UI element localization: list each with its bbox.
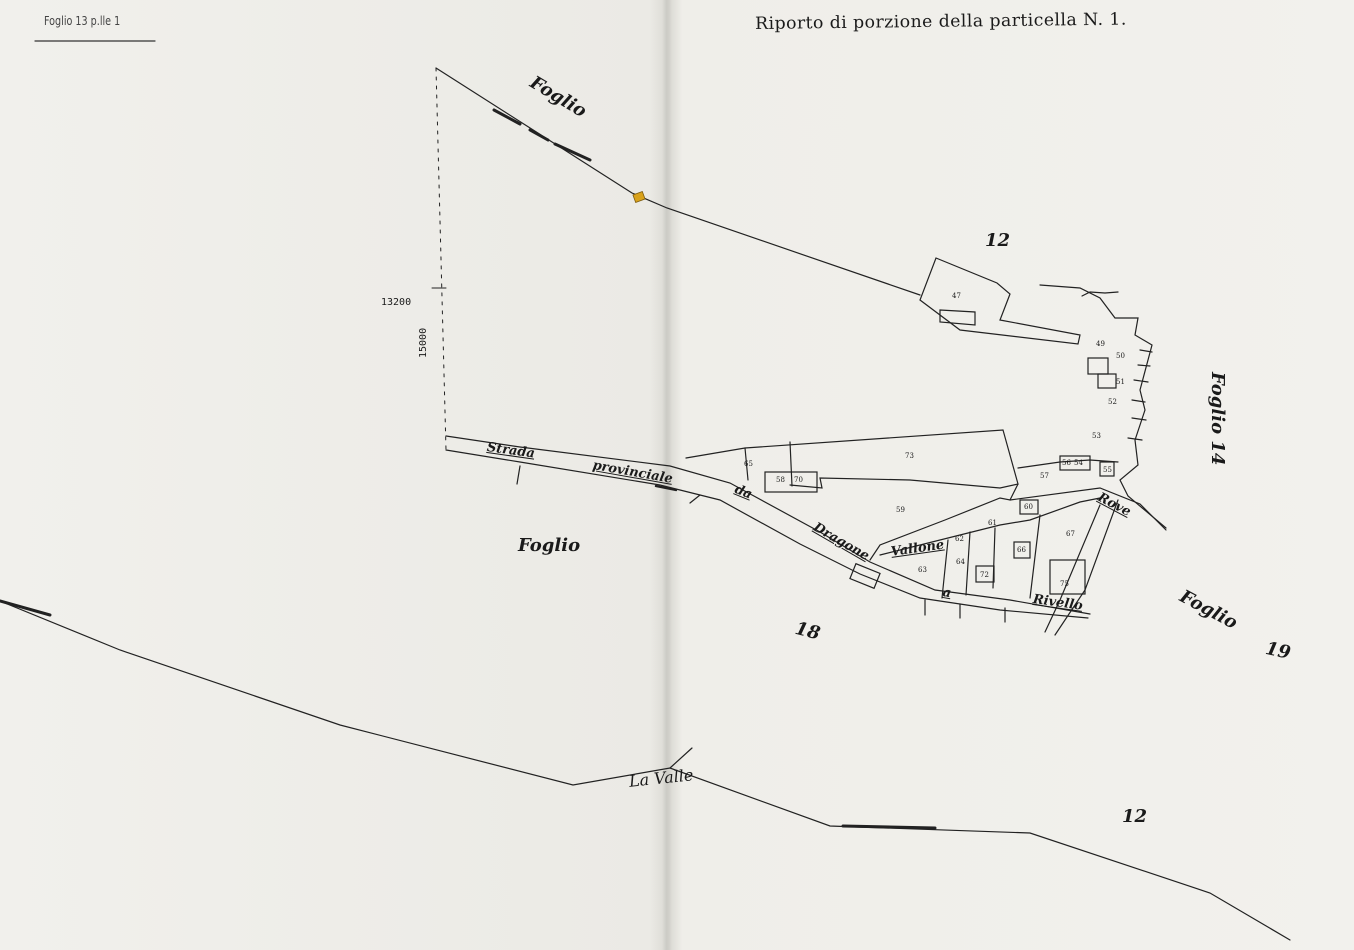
- label-foglio-14: Foglio 14: [1207, 372, 1228, 466]
- parcel-number: 54: [1074, 459, 1083, 467]
- parcel-number: 58: [776, 476, 785, 484]
- parcel-number: 59: [896, 506, 905, 514]
- label-sheet-12-bottom: 12: [1122, 806, 1148, 827]
- parcel-number: 47: [952, 292, 961, 300]
- parcel-number: 55: [1103, 466, 1112, 474]
- parcel-number: 64: [956, 558, 965, 566]
- parcel-number: 63: [918, 566, 927, 574]
- label-sheet-12-top: 12: [985, 230, 1011, 251]
- parcel-block-north: [919, 257, 1081, 345]
- yellow-marker: [632, 191, 646, 203]
- boundary-line-top: [435, 67, 921, 296]
- parcel-number: 49: [1096, 340, 1105, 348]
- label-foglio-center: Foglio: [518, 535, 581, 556]
- parcel-number: 73: [905, 452, 914, 460]
- parcel-number: 52: [1108, 398, 1117, 406]
- parcel-number: 67: [1066, 530, 1075, 538]
- parcel-number: 56: [1062, 459, 1071, 467]
- coord-label: 15000: [418, 327, 429, 358]
- parcel-number: 75: [1060, 580, 1069, 588]
- parcel-number: 61: [988, 519, 997, 527]
- parcel-block-main: [685, 429, 1019, 489]
- parcel-number: 57: [1040, 472, 1049, 480]
- parcel-number: 51: [1116, 378, 1125, 386]
- parcel-number: 60: [1024, 503, 1033, 511]
- parcel-number: 50: [1116, 352, 1125, 360]
- parcel-number: 70: [794, 476, 803, 484]
- parcel-number: 66: [1017, 546, 1026, 554]
- parcel-number: 62: [955, 535, 964, 543]
- page-fold: [662, 0, 672, 950]
- coord-label: 13200: [381, 297, 412, 308]
- road-provinciale: [445, 435, 1091, 615]
- parcel-number: 65: [744, 460, 753, 468]
- parcel-number: 53: [1092, 432, 1101, 440]
- sheet-note: Foglio 13 p.lle 1: [44, 14, 121, 28]
- survey-line-vertical: [435, 67, 447, 451]
- parcel-number: 72: [980, 571, 989, 579]
